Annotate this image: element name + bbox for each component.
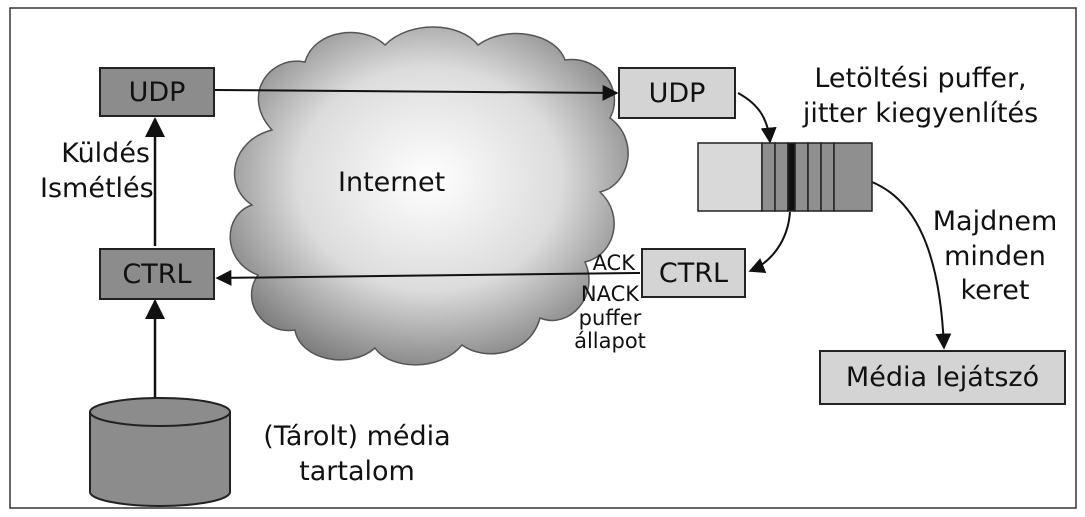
storage-line-1: (Tárolt) média [263,421,451,452]
storage-label: (Tárolt) média tartalom [232,420,482,489]
internet-label: Internet [338,167,446,198]
buffer-title: Letöltési puffer, jitter kiegyenlítés [798,62,1043,131]
storage-cylinder [89,397,231,507]
udp-arrow [214,84,619,101]
buffer-slot-filled [820,142,835,212]
ctrl-receiver-box: CTRL [641,248,746,298]
udp-sender-label: UDP [128,76,186,108]
buffer-slot-empty [697,142,763,212]
udp-receiver-label: UDP [648,77,706,109]
buffer-to-player-arrow [871,181,952,350]
udp-sender-box: UDP [99,67,215,117]
buffer-title-line-2: jitter kiegyenlítés [802,97,1039,129]
buffer-to-ctrl-arrow [748,211,791,273]
almost-all-frames-label: Majdnem minden keret [925,205,1065,309]
buffer-slot-filled [833,142,873,212]
jitter-buffer [697,142,873,212]
nack-label: NACK [580,282,640,306]
udp-to-buffer-arrow [737,92,777,144]
ctrl-sender-label: CTRL [122,258,192,290]
buffer-title-line-1: Letöltési puffer, [814,63,1027,94]
media-player-box: Média lejátszó [819,350,1066,405]
buffer-slot-filled [761,142,776,212]
storage-line-2: tartalom [299,455,415,487]
diagram-frame [9,7,1077,509]
almost-line-1: Majdnem [932,206,1058,237]
media-player-label: Média lejátszó [845,362,1040,393]
send-retry-line-1: Küldés [61,138,150,169]
ctrl-sender-box: CTRL [99,248,215,300]
send-retry-line-2: Ismétlés [40,172,154,204]
feedback-label: NACK puffer állapot [572,282,648,354]
ack-label: ACK [592,251,635,275]
send-retry-label: Küldés Ismétlés [40,137,154,206]
buffer-slot-filled [774,142,789,212]
udp-receiver-box: UDP [618,67,736,119]
buffer-slot-filled [794,142,809,212]
buffer-state-line-1: puffer [578,305,642,330]
feedback-arrow [215,269,641,286]
almost-line-2: minden [944,240,1046,272]
buffer-state-line-2: állapot [574,329,646,354]
almost-line-3: keret [960,275,1030,307]
buffer-slot-filled [807,142,822,212]
buffer-slot-current [787,142,796,212]
internet-cloud [229,26,629,366]
ctrl-receiver-label: CTRL [658,257,729,289]
